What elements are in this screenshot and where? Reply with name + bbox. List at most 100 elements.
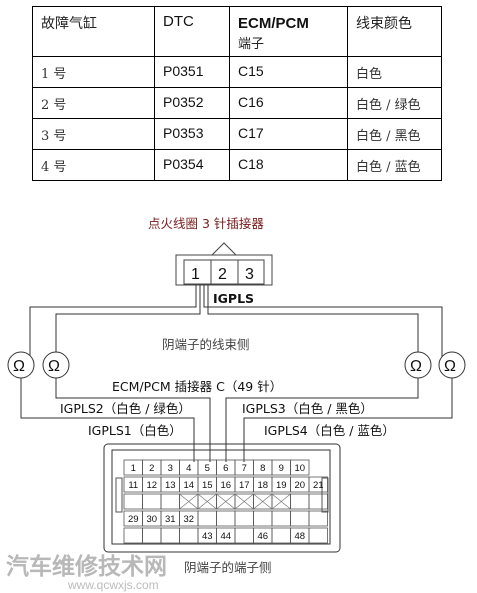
ecm-pin-label: 3 [168, 463, 173, 474]
wire-coil-right-inner [207, 285, 419, 365]
ecm-pin [290, 459, 310, 476]
wire-coil-left-inner [55, 285, 201, 365]
ecm-pin-blank [308, 493, 328, 510]
ecm-pin-label: 15 [202, 480, 213, 491]
ecm-pin-blank [290, 510, 310, 527]
cell-color: 白色 / 蓝色 [347, 149, 442, 181]
ecm-pin-label: 7 [242, 463, 247, 474]
coil-pin-2: 2 [218, 266, 227, 283]
wire-igpls3 [225, 378, 419, 462]
coil-pin-1: 1 [191, 266, 200, 283]
ecm-pin-label: 46 [257, 531, 268, 542]
ohm-symbol: Ω [13, 358, 25, 375]
coil-connector-title: 点火线圈 3 针插接器 [148, 216, 264, 231]
ecm-pin-blank [160, 527, 180, 544]
ecm-pin-label: 44 [220, 531, 231, 542]
header-cylinder: 故障气缸 [32, 6, 155, 57]
igpls3-label: IGPLS3（白色 / 黑色） [242, 401, 373, 416]
coil-connector-face [183, 259, 265, 285]
ecm-pin-blank [308, 510, 328, 527]
wire-igpls4 [243, 378, 453, 462]
igpls-label: IGPLS [213, 291, 254, 306]
cell-terminal: C18 [229, 149, 348, 181]
ohm-symbol: Ω [410, 358, 422, 375]
igpls4-label: IGPLS4（白色 / 蓝色） [264, 423, 395, 438]
ecm-pin-label: 6 [223, 463, 228, 474]
ecm-pin-label: 32 [183, 514, 194, 525]
cell-dtc: P0353 [154, 118, 230, 150]
ecm-pin-label: 19 [276, 480, 287, 491]
header-color: 线束颜色 [347, 6, 442, 57]
ecm-pin-label: 21 [313, 480, 324, 491]
ecm-key-right [321, 477, 329, 513]
ecm-pin-label: 8 [260, 463, 265, 474]
ecm-pin [308, 476, 328, 493]
ecm-pin-label: 9 [279, 463, 284, 474]
coil-pin-3: 3 [245, 266, 254, 283]
ecm-pin-label: 48 [294, 531, 305, 542]
header-terminal-sub: 端子 [238, 37, 265, 52]
ecm-pin-blank [290, 493, 310, 510]
igpls2-label: IGPLS2（白色 / 绿色） [60, 401, 191, 416]
ecm-pin-blank [234, 527, 254, 544]
ecm-pin-label: 20 [294, 480, 305, 491]
ecm-pin-blank [253, 510, 273, 527]
table-row: 1 号 P0351 C15 白色 [32, 56, 442, 88]
ecm-pin-blank [123, 493, 143, 510]
blank-pin-mark [179, 493, 199, 510]
ecm-pin-label: 11 [128, 480, 138, 491]
ecm-pin-blank [160, 493, 180, 510]
wire-side-label: 阴端子的线束侧 [162, 337, 250, 352]
ecm-connector-title: ECM/PCM 插接器 C（49 针） [112, 379, 282, 394]
wire-igpls2 [20, 378, 195, 462]
header-terminal-main: ECM/PCM [238, 15, 309, 32]
ecm-key-left [115, 477, 123, 513]
ecm-pin-label: 2 [149, 463, 154, 474]
cell-terminal: C16 [229, 87, 348, 119]
blank-pin-mark [216, 493, 236, 510]
ecm-pin-label: 1 [131, 463, 136, 474]
ohm-symbol: Ω [444, 358, 456, 375]
watermark-text: 汽车维修技术网 [6, 553, 167, 580]
table-row: 4 号 P0354 C18 白色 / 蓝色 [32, 149, 442, 181]
ecm-pin-label: 16 [220, 480, 231, 491]
wire-coil-left-outer [29, 285, 197, 365]
cell-cylinder: 4 号 [32, 149, 155, 181]
cell-color: 白色 / 黑色 [347, 118, 442, 150]
ecm-pin-blank [142, 493, 162, 510]
blank-pin-mark [271, 493, 291, 510]
ecm-pin-label: 5 [205, 463, 210, 474]
ecm-pin-label: 30 [146, 514, 157, 525]
ecm-pin-label: 29 [128, 514, 139, 525]
cell-dtc: P0354 [154, 149, 230, 181]
cell-color: 白色 / 绿色 [347, 87, 442, 119]
ecm-connector-face [111, 449, 331, 545]
ecm-pin-blank [234, 510, 254, 527]
ohm-symbol: Ω [48, 358, 60, 375]
cell-color: 白色 [347, 56, 442, 88]
ecm-pin-blank [142, 527, 162, 544]
ecm-pin-blank [197, 510, 217, 527]
ecm-pin-label: 4 [186, 463, 191, 474]
ecm-pin-blank [216, 510, 236, 527]
ecm-pin-blank [308, 527, 328, 544]
ecm-pin-label: 17 [239, 480, 250, 491]
watermark-url: www.qcwxjs.com [67, 578, 159, 592]
terminal-side-label: 阴端子的端子侧 [184, 560, 272, 575]
ecm-pin-label: 12 [146, 480, 157, 491]
ecm-pin-label: 31 [165, 514, 176, 525]
ecm-pin-blank [271, 510, 291, 527]
ecm-pin-label: 14 [183, 480, 194, 491]
ecm-pin-blank [271, 527, 291, 544]
wire-coil-right-outer [203, 285, 443, 365]
wire-igpls1 [55, 378, 211, 462]
blank-pin-mark [253, 493, 273, 510]
connector-lock-tab [211, 242, 237, 256]
ecm-pin-label: 18 [257, 480, 268, 491]
ecm-connector-body [103, 443, 341, 553]
blank-pin-mark [197, 493, 217, 510]
ecm-pin-label: 10 [294, 463, 305, 474]
